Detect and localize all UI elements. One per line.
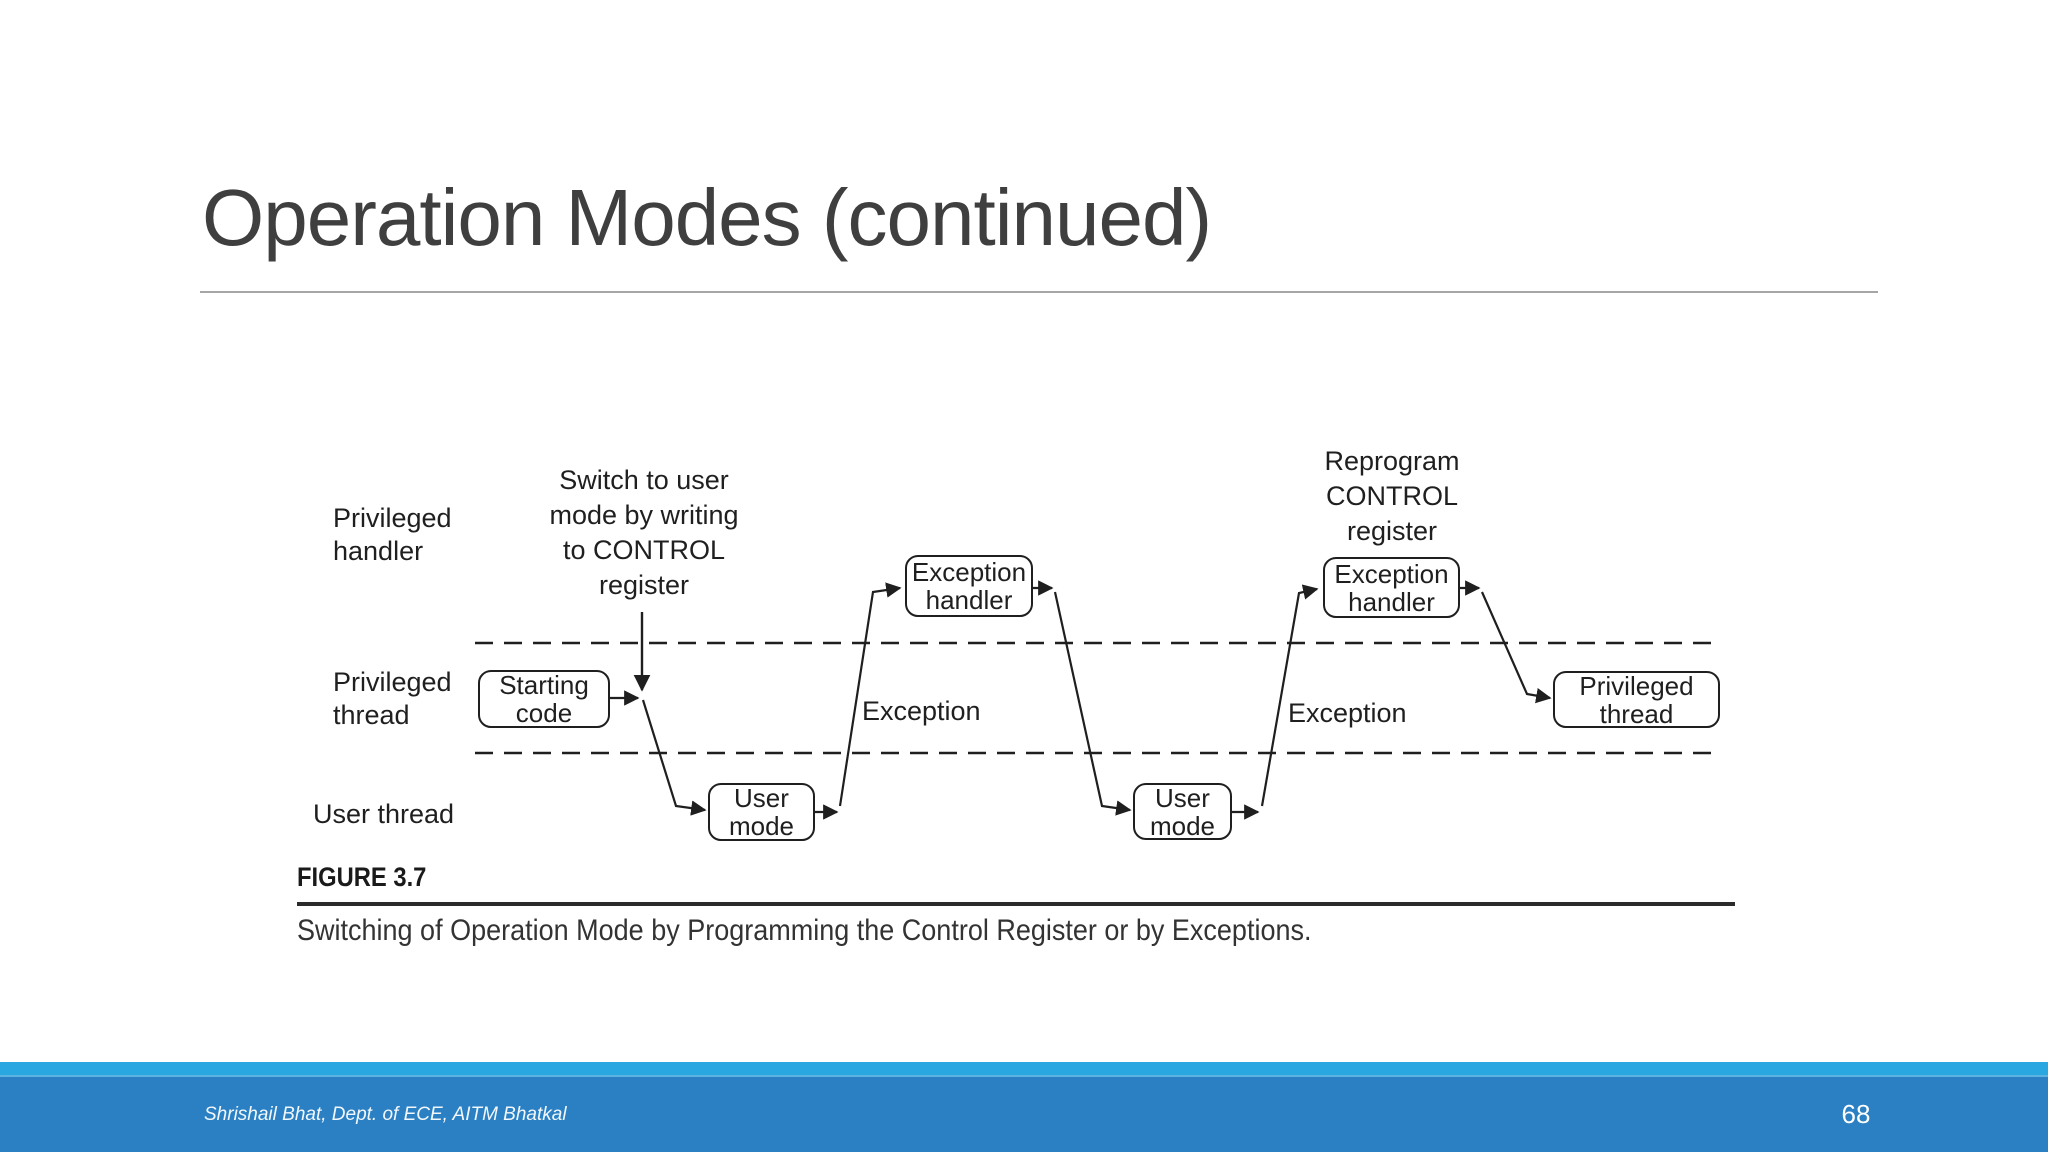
slide-title: Operation Modes (continued) (202, 173, 1212, 262)
figure-caption-rule (297, 902, 1735, 906)
footer-bar: Shrishail Bhat, Dept. of ECE, AITM Bhatk… (0, 1077, 2048, 1152)
row-label-privileged-handler: Privileged handler (333, 503, 452, 566)
exception-label-left: Exception (862, 696, 981, 726)
switch-note: Switch to user mode by writing to CONTRO… (549, 465, 739, 600)
exception-handler-box-2: Exception handler (1323, 557, 1460, 618)
figure-caption-label: FIGURE 3.7 (297, 862, 427, 892)
title-underline (200, 291, 1878, 293)
footer-accent-strip (0, 1062, 2048, 1075)
privileged-thread-box: Privileged thread (1553, 671, 1720, 728)
starting-code-box: Starting code (478, 670, 610, 728)
transition-to-user-mode-2 (1053, 591, 1132, 816)
footer-credit: Shrishail Bhat, Dept. of ECE, AITM Bhatk… (204, 1103, 567, 1125)
user-mode-box-1: User mode (708, 783, 815, 841)
transition-to-user-mode-1 (641, 699, 707, 816)
reprogram-note: Reprogram CONTROL register (1324, 446, 1460, 546)
footer-separator-line (0, 1075, 2048, 1077)
user-mode-box-2: User mode (1133, 783, 1232, 840)
transition-to-privileged-thread (1480, 591, 1552, 704)
row-label-user-thread: User thread (313, 799, 455, 829)
exception-handler-box-1: Exception handler (905, 555, 1033, 617)
figure-caption-text: Switching of Operation Mode by Programmi… (297, 914, 1312, 947)
page-number: 68 (1841, 1099, 1871, 1129)
exception-label-right: Exception (1288, 698, 1407, 728)
row-label-privileged-thread: Privileged thread (333, 667, 452, 730)
